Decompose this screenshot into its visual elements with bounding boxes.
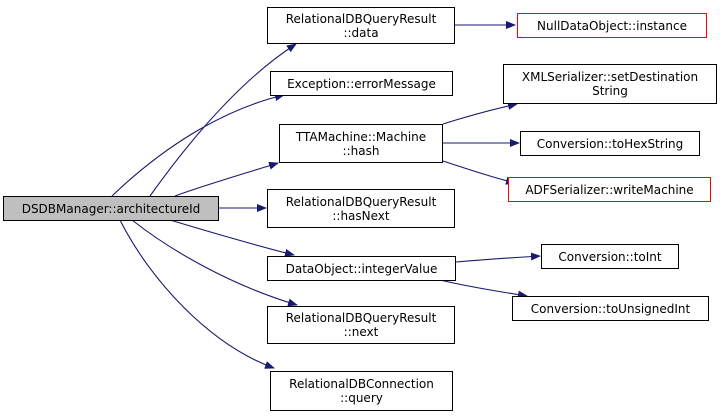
edge-root-to-rdb-next	[131, 219, 298, 307]
node-adfserializer-writemachine[interactable]: ADFSerializer::writeMachine	[508, 177, 711, 202]
edge-root-to-int-value	[169, 219, 295, 257]
edge-tta-hash-to-xml-set	[442, 102, 518, 125]
node-nulldataobject-instance[interactable]: NullDataObject::instance	[517, 13, 707, 38]
edge-root-to-rdb-data	[149, 43, 297, 197]
edge-root-to-rdb-query	[119, 219, 275, 369]
node-relationaldbqueryresult-next[interactable]: RelationalDBQueryResult::next	[267, 306, 455, 344]
edge-tta-hash-to-adf-write	[442, 160, 516, 185]
node-conversion-tounsignedint[interactable]: Conversion::toUnsignedInt	[512, 296, 709, 321]
node-dsdbmanager-architectureid: DSDBManager::architectureId	[3, 196, 219, 221]
node-conversion-tohexstring[interactable]: Conversion::toHexString	[520, 131, 700, 156]
edge-int-value-to-to-int	[455, 252, 541, 263]
node-dataobject-integervalue[interactable]: DataObject::integerValue	[267, 256, 456, 281]
node-relationaldbconnection-query[interactable]: RelationalDBConnection::query	[270, 371, 453, 411]
node-conversion-toint[interactable]: Conversion::toInt	[541, 244, 679, 269]
edge-root-to-tta-hash	[174, 161, 279, 197]
edge-int-value-to-to-uint	[439, 279, 528, 299]
node-exception-errormessage[interactable]: Exception::errorMessage	[270, 71, 453, 96]
node-relationaldbqueryresult-data[interactable]: RelationalDBQueryResult::data	[267, 7, 455, 44]
node-ttamachine-machine-hash[interactable]: TTAMachine::Machine::hash	[279, 124, 443, 163]
edge-root-to-exception	[111, 93, 285, 197]
node-relationaldbqueryresult-hasnext[interactable]: RelationalDBQueryResult::hasNext	[267, 189, 455, 228]
